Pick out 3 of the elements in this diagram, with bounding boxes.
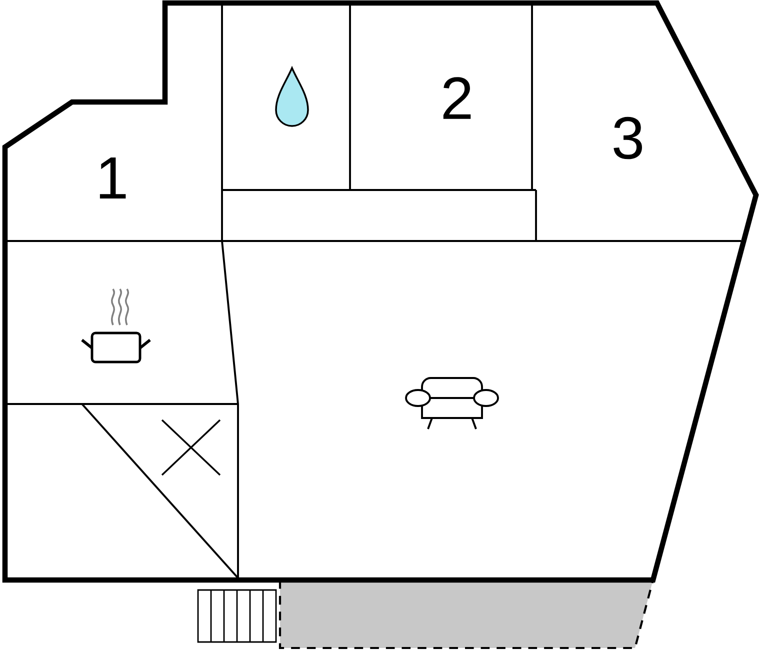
room-number: 2 <box>443 77 471 119</box>
room-number: 1 <box>100 157 126 199</box>
room-number: 3 <box>614 116 642 160</box>
